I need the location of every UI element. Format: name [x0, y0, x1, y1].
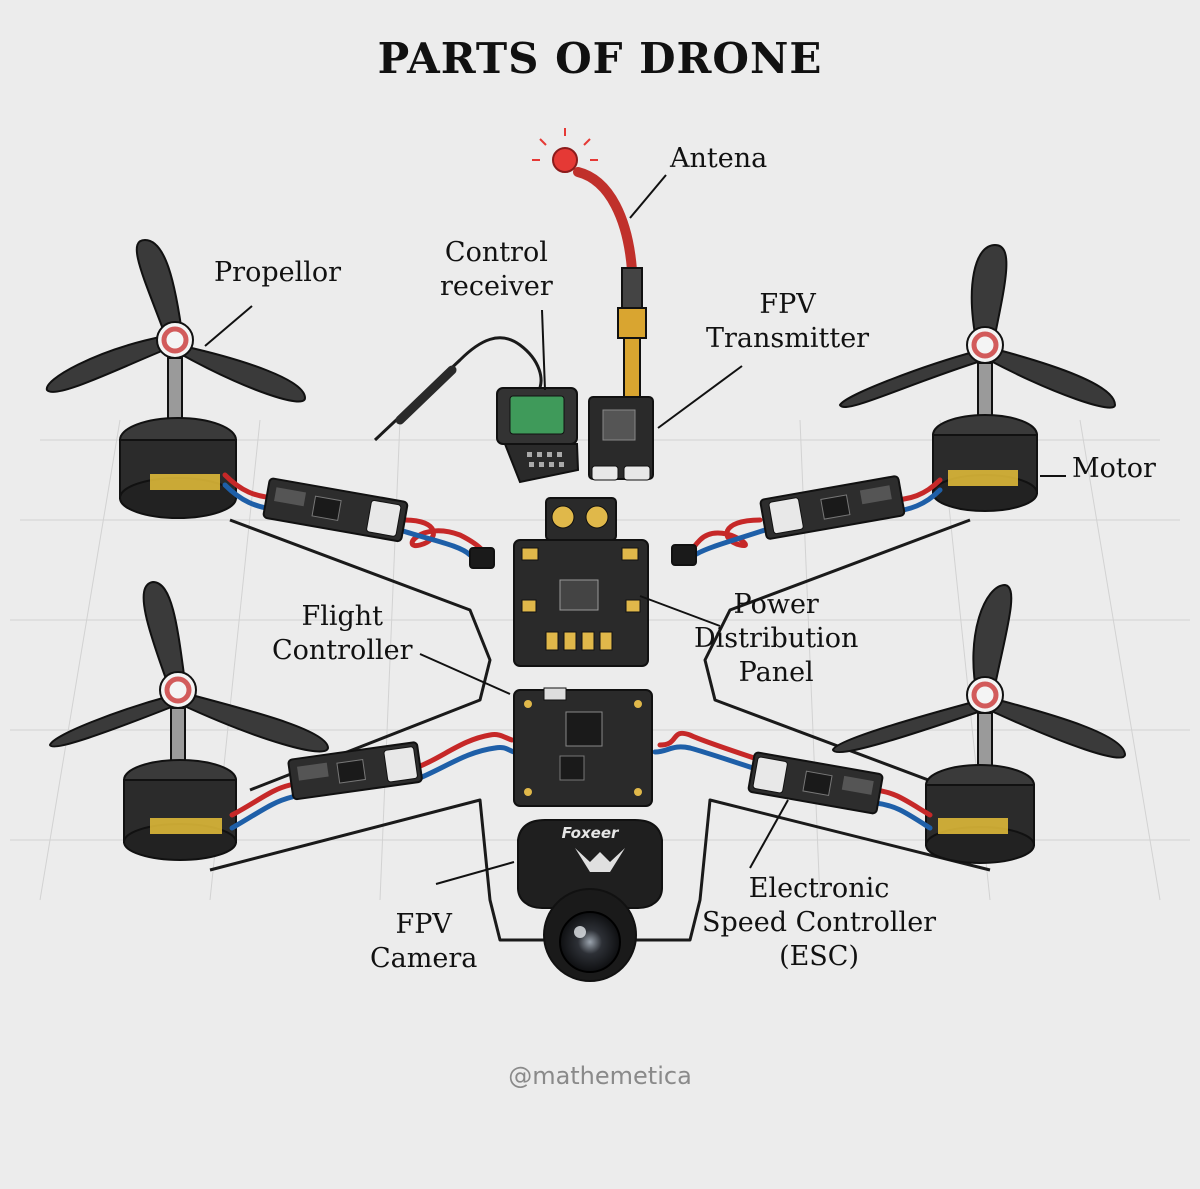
- label-esc-line2: Speed Controller: [702, 907, 937, 938]
- label-fpv-transmitter-line1: FPV: [759, 289, 816, 320]
- label-flight-controller-line2: Controller: [272, 635, 413, 666]
- power-distribution-board: [513, 497, 649, 667]
- label-control-receiver-line2: receiver: [440, 271, 553, 302]
- control-receiver: [373, 336, 580, 484]
- label-motor: Motor: [1072, 452, 1156, 486]
- propeller-top-left: [45, 238, 307, 439]
- esc-bottom-right: [747, 751, 884, 815]
- label-antenna-text: Antena: [670, 143, 768, 174]
- label-fpv-camera: FPV Camera: [370, 908, 477, 976]
- label-esc-line1: Electronic: [748, 873, 890, 904]
- label-pdb-line3: Panel: [738, 657, 814, 688]
- propeller-bottom-right: [831, 583, 1127, 786]
- label-propeller-text: Propellor: [214, 257, 342, 288]
- label-flight-controller-line1: Flight: [301, 601, 383, 632]
- antenna: [573, 167, 647, 399]
- esc-plugs: [469, 544, 697, 569]
- camera-brand-logo: Foxeer: [561, 824, 619, 842]
- leader-lines: [204, 174, 1066, 885]
- motor-top-left: [119, 417, 237, 519]
- label-antenna: Antena: [670, 142, 767, 176]
- label-fpv-transmitter: FPV Transmitter: [706, 288, 869, 356]
- label-fpv-camera-line1: FPV: [395, 909, 452, 940]
- label-pdb-line1: Power: [733, 589, 819, 620]
- fpv-camera: [517, 819, 663, 982]
- esc-top-left: [262, 477, 409, 543]
- page-title: PARTS OF DRONE: [377, 34, 823, 83]
- label-power-distribution-panel: Power Distribution Panel: [694, 588, 858, 690]
- flight-controller-board: [513, 687, 653, 807]
- label-pdb-line2: Distribution: [694, 623, 859, 654]
- label-fpv-transmitter-line2: Transmitter: [706, 323, 870, 354]
- label-control-receiver-line1: Control: [444, 237, 548, 268]
- motor-bottom-right: [925, 764, 1035, 864]
- esc-top-right: [759, 475, 906, 540]
- credit-handle: @mathemetica: [508, 1062, 692, 1090]
- label-flight-controller: Flight Controller: [272, 600, 412, 668]
- esc-bottom-left: [287, 741, 423, 801]
- label-esc-line3: (ESC): [779, 941, 859, 972]
- label-motor-text: Motor: [1072, 453, 1156, 484]
- label-propeller: Propellor: [214, 256, 341, 290]
- fpv-transmitter: [588, 396, 654, 481]
- antenna-led: [532, 128, 598, 173]
- motor-bottom-left: [123, 759, 237, 861]
- motor-top-right: [932, 414, 1038, 512]
- label-esc: Electronic Speed Controller (ESC): [702, 872, 936, 974]
- label-fpv-camera-line2: Camera: [370, 943, 478, 974]
- label-control-receiver: Control receiver: [440, 236, 553, 304]
- propeller-top-right: [838, 243, 1117, 434]
